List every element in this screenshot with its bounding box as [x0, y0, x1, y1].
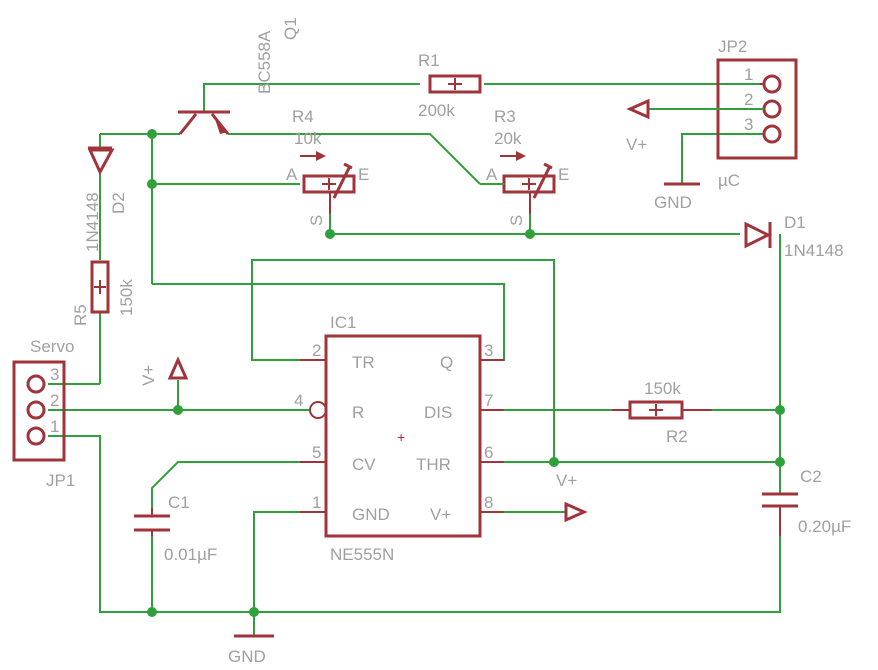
ic1-pin-thr-label: THR [416, 455, 451, 474]
ic1-pin-tr-num: 2 [312, 341, 321, 360]
r1-name-label: R1 [418, 51, 440, 70]
vplus-symbol-jp2: V+ [626, 98, 764, 154]
resistor-r2: 150k R2 [612, 379, 712, 446]
ic1-ne555: + IC1 NE555N 2 TR 4 R 5 CV 1 GND 3 Q 7 D… [294, 313, 504, 564]
jp2-pin-3: 3 [744, 115, 753, 134]
vplus-label-left: V+ [139, 365, 158, 386]
jp2-title-label: µC [718, 171, 740, 190]
c2-value-label: 0.20µF [798, 517, 851, 536]
ic1-pin-dis-num: 7 [484, 391, 493, 410]
ic1-pin-r-num: 4 [294, 391, 303, 410]
r4-e-label: E [358, 165, 369, 184]
r4-name-label: R4 [292, 107, 314, 126]
r3-s-label: S [507, 215, 526, 226]
trimmer-r3: R3 20k A E S [480, 107, 569, 226]
ic1-part-label: NE555N [330, 545, 394, 564]
diode-d2: D2 1N4148 [83, 146, 128, 252]
junctions [147, 129, 785, 617]
ic1-pin-r-label: R [352, 403, 364, 422]
vplus-label-thr: V+ [556, 471, 577, 490]
vplus-label-jp2: V+ [626, 135, 647, 154]
r2-name-label: R2 [666, 427, 688, 446]
jp2-name-label: JP2 [718, 37, 747, 56]
r3-name-label: R3 [494, 107, 516, 126]
ic1-pin-gnd-num: 1 [312, 493, 321, 512]
ic1-name-label: IC1 [330, 313, 356, 332]
capacitor-c1: C1 0.01µF [134, 493, 217, 564]
gnd-symbol-jp2: GND [654, 182, 700, 212]
ic1-pin-q-num: 3 [484, 341, 493, 360]
resistor-r1: R1 200k [418, 51, 482, 120]
c1-name-label: C1 [168, 493, 190, 512]
capacitor-c2: C2 0.20µF [762, 467, 851, 536]
ic1-pin-cv-label: CV [352, 455, 376, 474]
ic1-pin-gnd-label: GND [352, 505, 390, 524]
r4-a-label: A [286, 165, 298, 184]
q1-type-label: BC558A [255, 30, 274, 94]
ic1-center-mark: + [397, 429, 405, 445]
gnd-symbol-bottom: GND [228, 634, 274, 666]
gnd-label-jp2: GND [654, 193, 692, 212]
diode-d1: D1 1N4148 [744, 213, 844, 260]
r3-a-label: A [486, 165, 498, 184]
r5-name-label: R5 [71, 304, 90, 326]
q1-name-label: Q1 [281, 17, 300, 40]
ic1-pin-vplus-num: 8 [484, 493, 493, 512]
d1-value-label: 1N4148 [784, 241, 844, 260]
ic1-pin-tr-label: TR [352, 353, 375, 372]
r4-value-label: 10k [294, 129, 322, 148]
header-jp1: 3 2 1 Servo JP1 [12, 337, 75, 490]
d1-name-label: D1 [784, 213, 806, 232]
jp1-name-label: JP1 [46, 471, 75, 490]
jp2-pin-2: 2 [744, 90, 753, 109]
ic1-pin-vplus-label: V+ [430, 505, 451, 524]
ic1-pin-dis-label: DIS [424, 403, 452, 422]
header-jp2: 1 2 3 JP2 µC [716, 37, 798, 190]
jp1-title-label: Servo [30, 337, 74, 356]
wires [48, 83, 781, 636]
transistor-q1: BC558A Q1 [178, 17, 300, 135]
c2-name-label: C2 [800, 467, 822, 486]
r5-value-label: 150k [117, 279, 136, 316]
resistor-r5: R5 150k [71, 260, 136, 326]
ic1-pin-thr-num: 6 [484, 443, 493, 462]
ic1-pin-q-label: Q [440, 353, 453, 372]
vplus-symbol-left: V+ [139, 356, 189, 386]
d2-name-label: D2 [109, 192, 128, 214]
r3-value-label: 20k [494, 129, 522, 148]
vplus-symbol-pin8 [564, 501, 588, 523]
vplus-label-thr-text: V+ [556, 471, 577, 490]
gnd-label-bottom: GND [228, 647, 266, 666]
ic1-pin-cv-num: 5 [312, 443, 321, 462]
trimmer-r4: R4 10k A E S [286, 107, 369, 226]
c1-value-label: 0.01µF [164, 545, 217, 564]
r3-e-label: E [558, 165, 569, 184]
r2-value-label: 150k [644, 379, 681, 398]
d2-value-label: 1N4148 [83, 192, 102, 252]
r4-s-label: S [307, 215, 326, 226]
jp2-pin-1: 1 [744, 65, 753, 84]
jp1-pin-3: 3 [50, 365, 59, 384]
jp1-pin-1: 1 [50, 417, 59, 436]
jp1-pin-2: 2 [50, 391, 59, 410]
r1-value-label: 200k [418, 101, 455, 120]
